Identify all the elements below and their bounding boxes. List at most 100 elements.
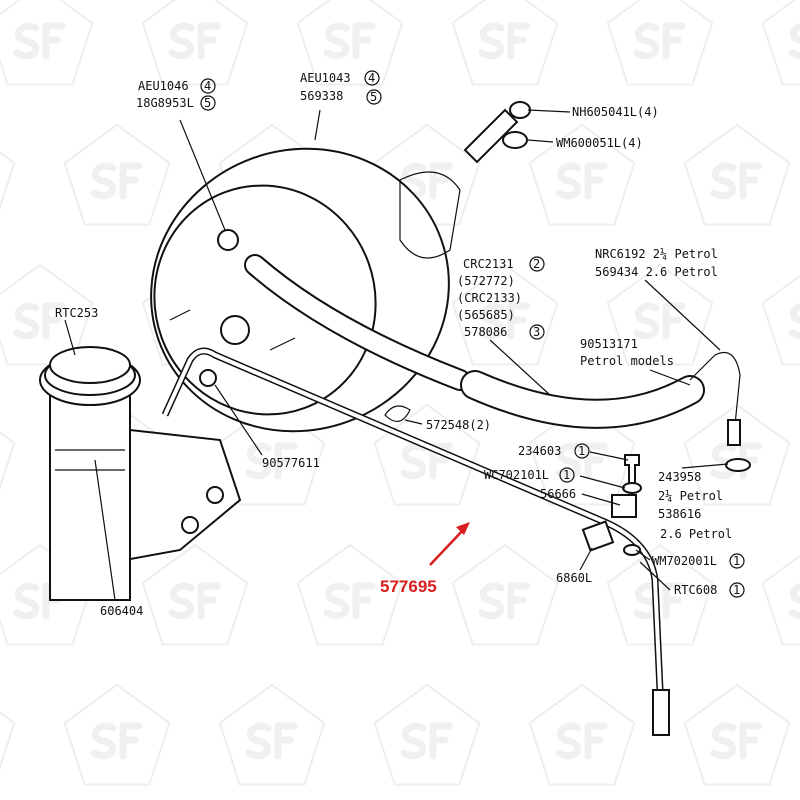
label-90577611: 90577611 — [262, 456, 320, 470]
watermark-pentagon — [296, 0, 404, 86]
watermark-logo-lettering — [788, 583, 800, 620]
watermark-logo-lettering — [633, 302, 686, 340]
watermark-pentagon — [528, 683, 636, 786]
label-rtc253: RTC253 — [55, 306, 98, 320]
label-aeu1046: AEU1046 — [138, 79, 189, 93]
part-labels: AEU1046 4 18G8953L 5 AEU1043 4 569338 5 … — [55, 70, 745, 618]
watermark-logo-lettering — [13, 302, 66, 340]
label-rtc608: RTC608 — [674, 583, 717, 597]
label-crc2131: CRC2131 — [463, 257, 514, 271]
watermark-logo-lettering — [400, 162, 453, 200]
highlight-arrow — [429, 522, 470, 566]
watermark-pentagon — [0, 263, 94, 366]
svg-text:1: 1 — [733, 554, 740, 568]
qty-badge: 3 — [529, 324, 545, 340]
watermark-pentagon — [0, 431, 16, 491]
master-cylinder — [39, 346, 242, 601]
label-wc702101l: WC702101L — [484, 468, 549, 482]
label-577695-highlighted: 577695 — [380, 577, 437, 596]
watermark-logo-lettering — [13, 22, 66, 60]
watermark-pentagon — [451, 263, 559, 366]
label-565685: (565685) — [457, 308, 515, 322]
svg-text:4: 4 — [204, 79, 211, 93]
watermark-pentagon — [528, 403, 636, 506]
label-aeu1043: AEU1043 — [300, 71, 351, 85]
svg-text:1: 1 — [578, 444, 585, 458]
watermark-pentagon — [218, 683, 326, 786]
watermark-logo-lettering — [90, 722, 143, 760]
watermark-pentagon — [141, 543, 249, 646]
watermark-pentagon — [0, 711, 16, 771]
label-56666: 56666 — [540, 487, 576, 501]
watermark-pentagon — [373, 683, 481, 786]
watermark-logo-lettering — [168, 22, 221, 60]
qty-badge: 1 — [559, 467, 575, 483]
watermark-logo-lettering — [478, 302, 531, 340]
svg-text:3: 3 — [533, 325, 540, 339]
watermark-pentagon — [606, 263, 714, 366]
qty-badge: 1 — [729, 553, 745, 569]
svg-text:1: 1 — [733, 583, 740, 597]
label-572548: 572548(2) — [426, 418, 491, 432]
watermark-pentagon — [0, 151, 16, 211]
label-petrol-2-25: 2¼ Petrol — [658, 489, 723, 503]
watermark-logo-lettering — [788, 303, 800, 340]
label-243958: 243958 — [658, 470, 701, 484]
watermark-pentagon — [296, 543, 404, 646]
watermark-logo-lettering — [478, 582, 531, 620]
svg-text:1: 1 — [563, 468, 570, 482]
watermark-logo-lettering — [90, 162, 143, 200]
watermark-logo-lettering — [555, 162, 608, 200]
watermark-logo-lettering — [245, 442, 298, 480]
label-crc2133: (CRC2133) — [457, 291, 522, 305]
watermark-pentagon — [683, 123, 791, 226]
label-6860l: 6860L — [556, 571, 592, 585]
watermark-logo-lettering — [710, 162, 763, 200]
qty-badge: 4 — [364, 70, 380, 86]
watermark-logo-lettering — [323, 582, 376, 620]
watermark-pentagon — [451, 0, 559, 86]
watermark-logo-lettering — [555, 722, 608, 760]
vacuum-hose — [244, 254, 751, 472]
watermark-pentagon — [63, 683, 171, 786]
label-nh605041l: NH605041L(4) — [572, 105, 659, 119]
watermark-pentagon — [761, 274, 800, 366]
watermark-pentagon — [63, 123, 171, 226]
label-18g8953l: 18G8953L — [136, 96, 194, 110]
watermark-pentagon — [373, 403, 481, 506]
qty-badge: 5 — [200, 95, 216, 111]
qty-badge: 5 — [366, 89, 382, 105]
label-606404: 606404 — [100, 604, 143, 618]
label-569338: 569338 — [300, 89, 343, 103]
watermark-logo-lettering — [788, 23, 800, 60]
watermark-pentagon — [683, 683, 791, 786]
watermark-pentagon — [528, 123, 636, 226]
watermark-logo-lettering — [710, 722, 763, 760]
label-petrol-2-6: 2.6 Petrol — [660, 527, 732, 541]
svg-text:5: 5 — [370, 90, 377, 104]
label-578086: 578086 — [464, 325, 507, 339]
watermark-logo-lettering — [323, 22, 376, 60]
watermark-logo-lettering — [555, 442, 608, 480]
watermark-logo-lettering — [633, 22, 686, 60]
svg-text:5: 5 — [204, 96, 211, 110]
label-572772: (572772) — [457, 274, 515, 288]
label-538616: 538616 — [658, 507, 701, 521]
label-petrol-models: Petrol models — [580, 354, 674, 368]
watermark-pentagon — [451, 543, 559, 646]
watermark-pentagon — [218, 403, 326, 506]
qty-badge: 1 — [574, 443, 590, 459]
label-234603: 234603 — [518, 444, 561, 458]
brake-pipe — [161, 347, 670, 736]
label-wm600051l: WM600051L(4) — [556, 136, 643, 150]
watermark-logo-lettering — [400, 722, 453, 760]
label-wm702001l: WM702001L — [652, 554, 717, 568]
svg-text:4: 4 — [368, 71, 375, 85]
label-569434: 569434 2.6 Petrol — [595, 265, 718, 279]
qty-badge: 1 — [729, 582, 745, 598]
watermark-pentagon — [0, 0, 94, 86]
svg-text:2: 2 — [533, 257, 540, 271]
